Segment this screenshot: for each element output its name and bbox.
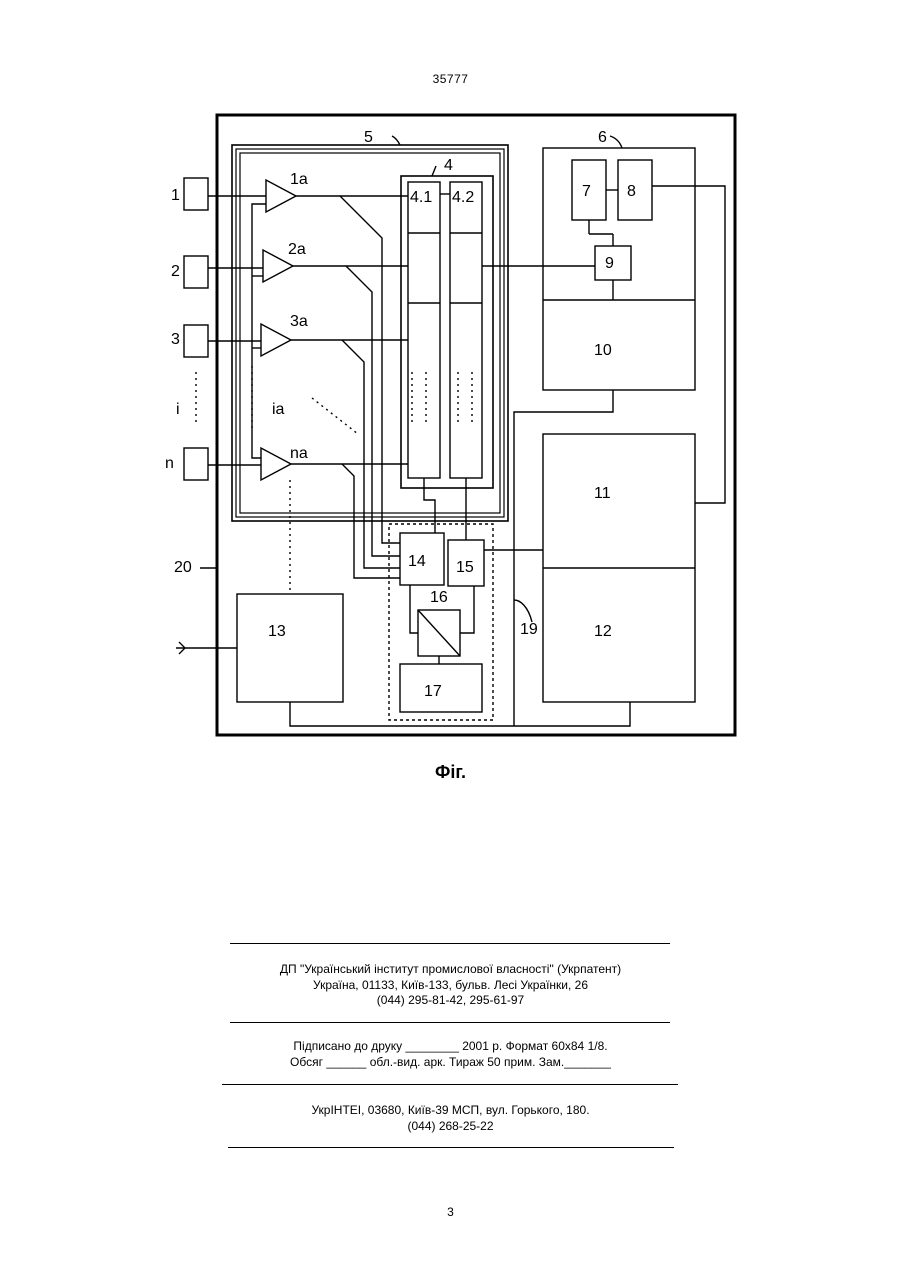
label-16: 16 xyxy=(430,589,448,606)
divider xyxy=(222,1084,678,1085)
figure-caption: Фіг. xyxy=(0,762,901,783)
label-5: 5 xyxy=(364,129,373,146)
label-3a: 3a xyxy=(290,313,308,330)
label-n: n xyxy=(165,455,174,472)
patent-figure: 1 2 3 i n 1a 2a 3a ia na 4 4.1 4.2 5 6 7… xyxy=(160,108,750,748)
divider xyxy=(230,943,670,944)
label-20: 20 xyxy=(174,559,192,576)
label-10: 10 xyxy=(594,342,612,359)
publisher-block: ДП "Український інститут промислової вла… xyxy=(0,962,901,1009)
publisher-phone: (044) 295-81-42, 295-61-97 xyxy=(0,993,901,1009)
printer-block: УкрІНТЕІ, 03680, Київ-39 МСП, вул. Горьк… xyxy=(0,1103,901,1134)
label-1a: 1a xyxy=(290,171,308,188)
label-14: 14 xyxy=(408,553,426,570)
amp-3a xyxy=(261,324,291,356)
input-1 xyxy=(184,178,208,210)
divider xyxy=(230,1022,670,1023)
page-number-bottom: 3 xyxy=(0,1205,901,1219)
block-diagram: 1 2 3 i n 1a 2a 3a ia na 4 4.1 4.2 5 6 7… xyxy=(160,108,750,748)
printer-address: УкрІНТЕІ, 03680, Київ-39 МСП, вул. Горьк… xyxy=(0,1103,901,1119)
input-3 xyxy=(184,325,208,357)
divider xyxy=(228,1147,674,1148)
amp-na xyxy=(261,448,291,480)
block-4 xyxy=(401,176,493,488)
input-n xyxy=(184,448,208,480)
label-7: 7 xyxy=(582,183,591,200)
label-15: 15 xyxy=(456,559,474,576)
publisher-name: ДП "Український інститут промислової вла… xyxy=(0,962,901,978)
label-2a: 2a xyxy=(288,241,306,258)
label-11: 11 xyxy=(594,485,611,502)
label-1: 1 xyxy=(171,187,180,204)
label-na: na xyxy=(290,445,308,462)
label-17: 17 xyxy=(424,683,442,700)
print-volume-line: Обсяг ______ обл.-вид. арк. Тираж 50 при… xyxy=(0,1055,901,1071)
label-19: 19 xyxy=(520,621,538,638)
label-8: 8 xyxy=(627,183,636,200)
print-signed-line: Підписано до друку ________ 2001 р. Форм… xyxy=(0,1039,901,1055)
block-13 xyxy=(237,594,343,702)
block-6 xyxy=(543,148,695,390)
label-4: 4 xyxy=(444,157,453,174)
publisher-address: Україна, 01133, Київ-133, бульв. Лесі Ук… xyxy=(0,978,901,994)
label-3: 3 xyxy=(171,331,180,348)
label-i: i xyxy=(176,401,180,418)
label-6: 6 xyxy=(598,129,607,146)
page-number-top: 35777 xyxy=(0,72,901,86)
print-info-block: Підписано до друку ________ 2001 р. Форм… xyxy=(0,1039,901,1070)
label-4-1: 4.1 xyxy=(410,189,432,206)
printer-phone: (044) 268-25-22 xyxy=(0,1119,901,1135)
label-13: 13 xyxy=(268,623,286,640)
housing-20 xyxy=(217,115,735,735)
label-ia: ia xyxy=(272,401,285,418)
label-4-2: 4.2 xyxy=(452,189,474,206)
label-9: 9 xyxy=(605,255,614,272)
label-2: 2 xyxy=(171,263,180,280)
label-12: 12 xyxy=(594,623,612,640)
input-2 xyxy=(184,256,208,288)
